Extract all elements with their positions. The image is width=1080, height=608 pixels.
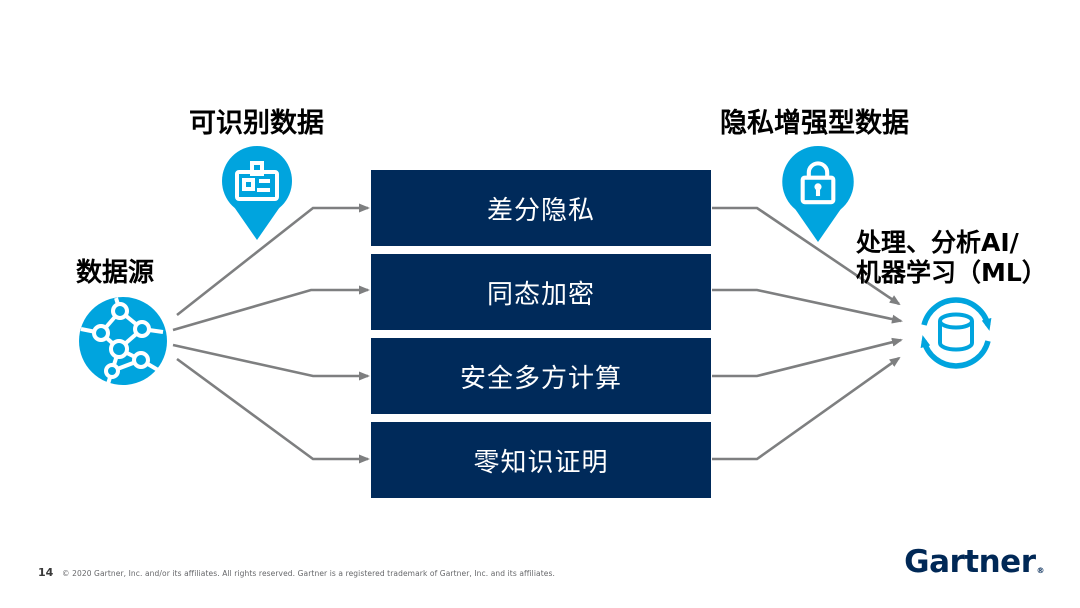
lock-pin-icon: [782, 146, 854, 242]
technique-box-homomorphic-encryption: 同态加密: [371, 254, 711, 330]
registered-mark: ®: [1036, 566, 1045, 575]
gartner-logo-text: Gartner: [904, 544, 1036, 580]
technique-label: 零知识证明: [473, 447, 609, 478]
technique-label: 同态加密: [486, 279, 595, 310]
technique-label: 安全多方计算: [459, 363, 622, 394]
technique-box-secure-multiparty-computation: 安全多方计算: [371, 338, 711, 414]
page-number: 14: [38, 566, 54, 579]
network-globe-icon: [79, 297, 167, 385]
processing-label: 处理、分析AI/ 机器学习（ML）: [856, 228, 1047, 288]
technique-label: 差分隐私: [486, 195, 595, 226]
database-sync-icon: [920, 297, 992, 369]
processing-label-line2: 机器学习（ML）: [856, 258, 1047, 287]
copyright-text: © 2020 Gartner, Inc. and/or its affiliat…: [62, 569, 555, 578]
data-source-label: 数据源: [76, 258, 155, 288]
id-badge-pin-icon: [222, 146, 292, 240]
gartner-logo: Gartner®: [904, 544, 1044, 580]
identifiable-data-label: 可识别数据: [189, 108, 324, 139]
technique-box-zero-knowledge-proof: 零知识证明: [371, 422, 711, 498]
technique-box-differential-privacy: 差分隐私: [371, 170, 711, 246]
privacy-enhanced-data-label: 隐私增强型数据: [720, 108, 909, 139]
processing-label-line1: 处理、分析AI/: [856, 228, 1019, 257]
